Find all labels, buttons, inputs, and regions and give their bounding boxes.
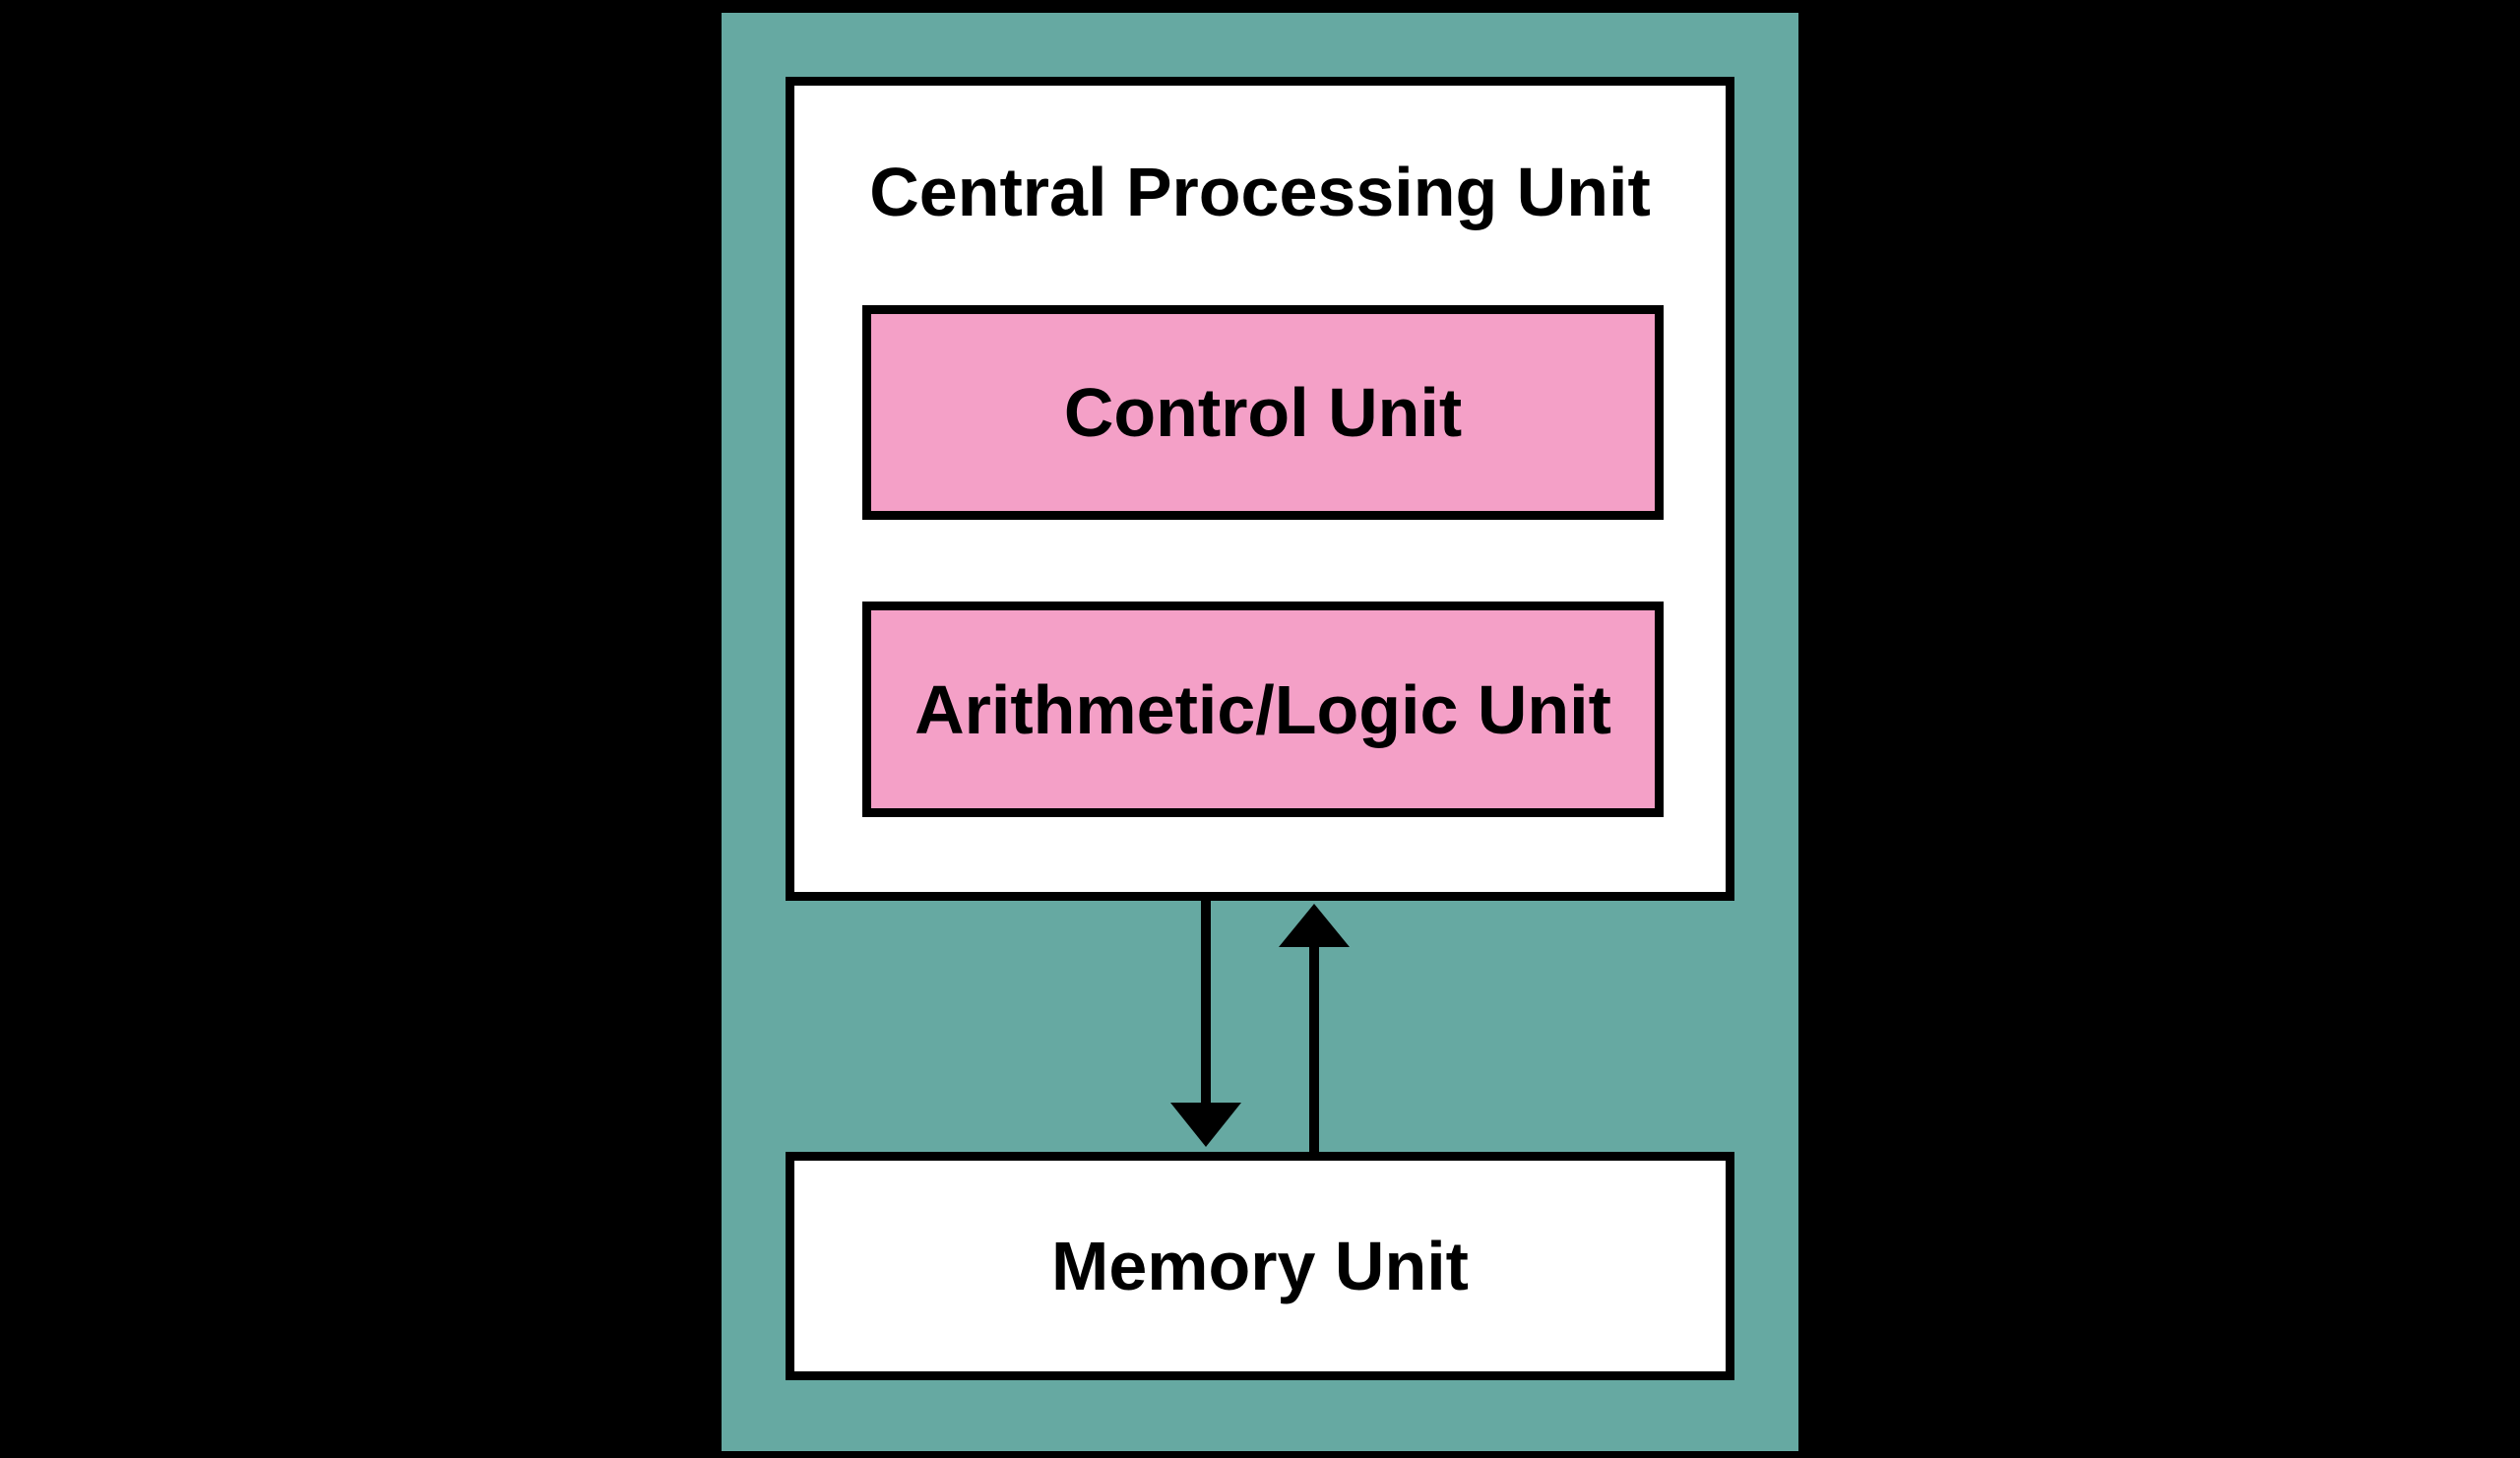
control-unit-label: Control Unit: [1063, 374, 1463, 451]
cpu-box: Central Processing Unit Control Unit Ari…: [786, 77, 1734, 901]
arithmetic-logic-unit-box: Arithmetic/Logic Unit: [862, 602, 1664, 817]
control-unit-box: Control Unit: [862, 305, 1664, 520]
arithmetic-logic-unit-label: Arithmetic/Logic Unit: [914, 670, 1611, 748]
cpu-title: Central Processing Unit: [869, 154, 1651, 230]
memory-unit-label: Memory Unit: [1051, 1228, 1469, 1304]
memory-unit-box: Memory Unit: [786, 1152, 1734, 1380]
